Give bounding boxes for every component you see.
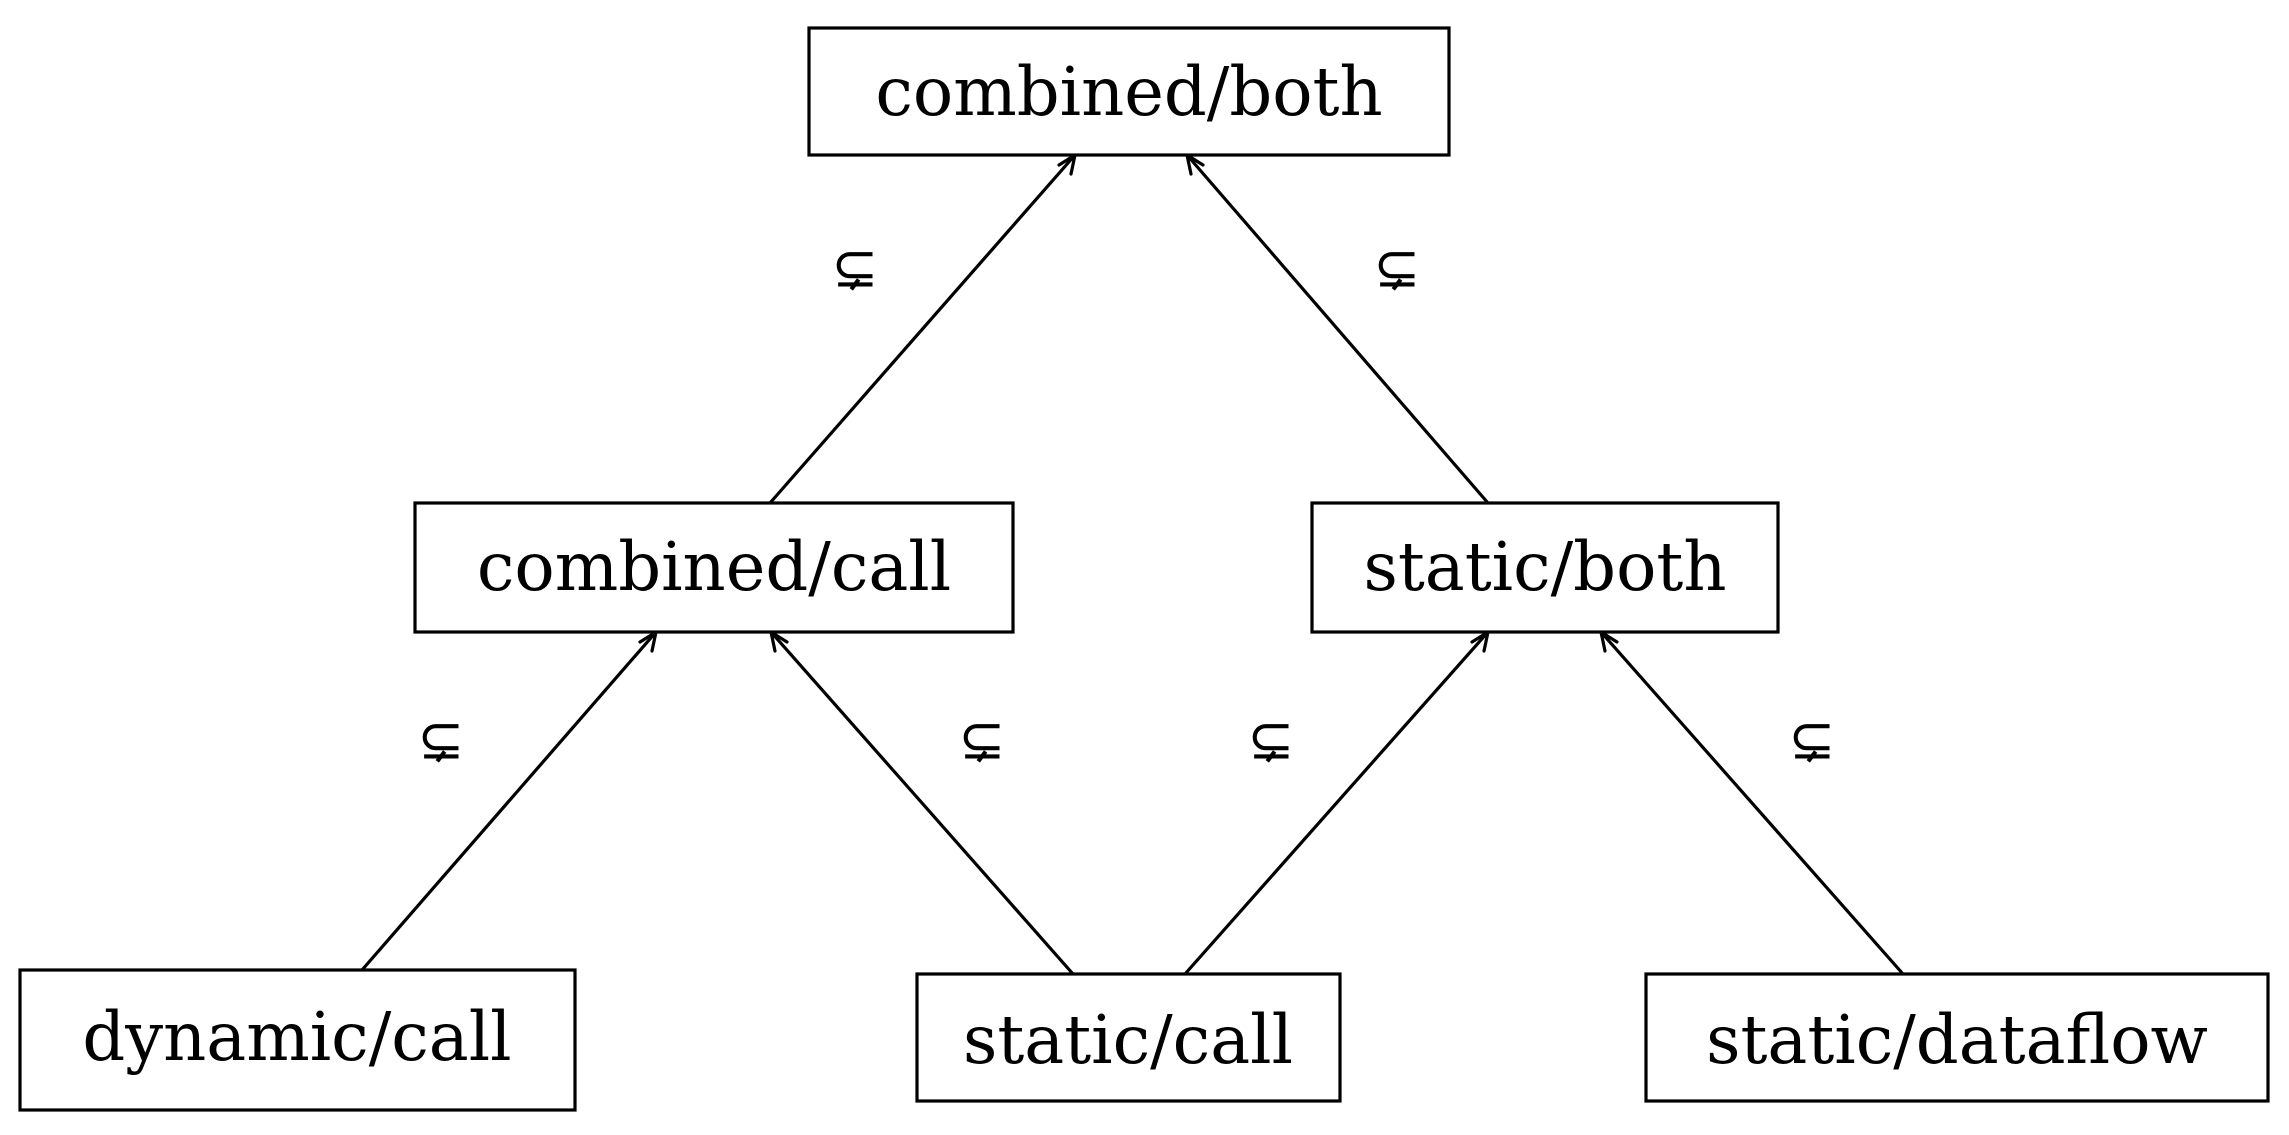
edge-static-both-to-combined-both: ⊊ [1185,153,1490,505]
edge-static-dataflow-to-static-both: ⊊ [1599,630,1905,976]
node-label: dynamic/call [82,998,511,1076]
node-combined-both: combined/both [807,26,1451,157]
node-label: static/call [963,1001,1293,1079]
edge-label-subsetneq: ⊊ [1248,708,1295,773]
node-static-both: static/both [1310,501,1780,634]
edge-label-subsetneq: ⊊ [832,236,879,301]
edge-static-call-to-static-both: ⊊ [1183,630,1490,976]
edges: ⊊ ⊊ ⊊ ⊊ ⊊ ⊊ [360,153,1905,976]
node-label: combined/call [477,528,951,606]
node-label: static/dataflow [1706,1001,2208,1079]
node-static-call: static/call [915,972,1342,1103]
node-static-dataflow: static/dataflow [1644,972,2270,1103]
edge-label-subsetneq: ⊊ [1374,236,1421,301]
edge-label-subsetneq: ⊊ [418,708,465,773]
edge-static-call-to-combined-call: ⊊ [769,630,1075,976]
edge-dynamic-call-to-combined-call: ⊊ [360,630,658,972]
edge-label-subsetneq: ⊊ [959,708,1006,773]
node-label: static/both [1363,528,1726,606]
node-combined-call: combined/call [413,501,1015,634]
edge-label-subsetneq: ⊊ [1789,708,1836,773]
edge-combined-call-to-combined-both: ⊊ [768,153,1077,505]
nodes: combined/both combined/call static/both … [18,26,2270,1112]
node-label: combined/both [875,53,1382,131]
node-dynamic-call: dynamic/call [18,968,577,1112]
